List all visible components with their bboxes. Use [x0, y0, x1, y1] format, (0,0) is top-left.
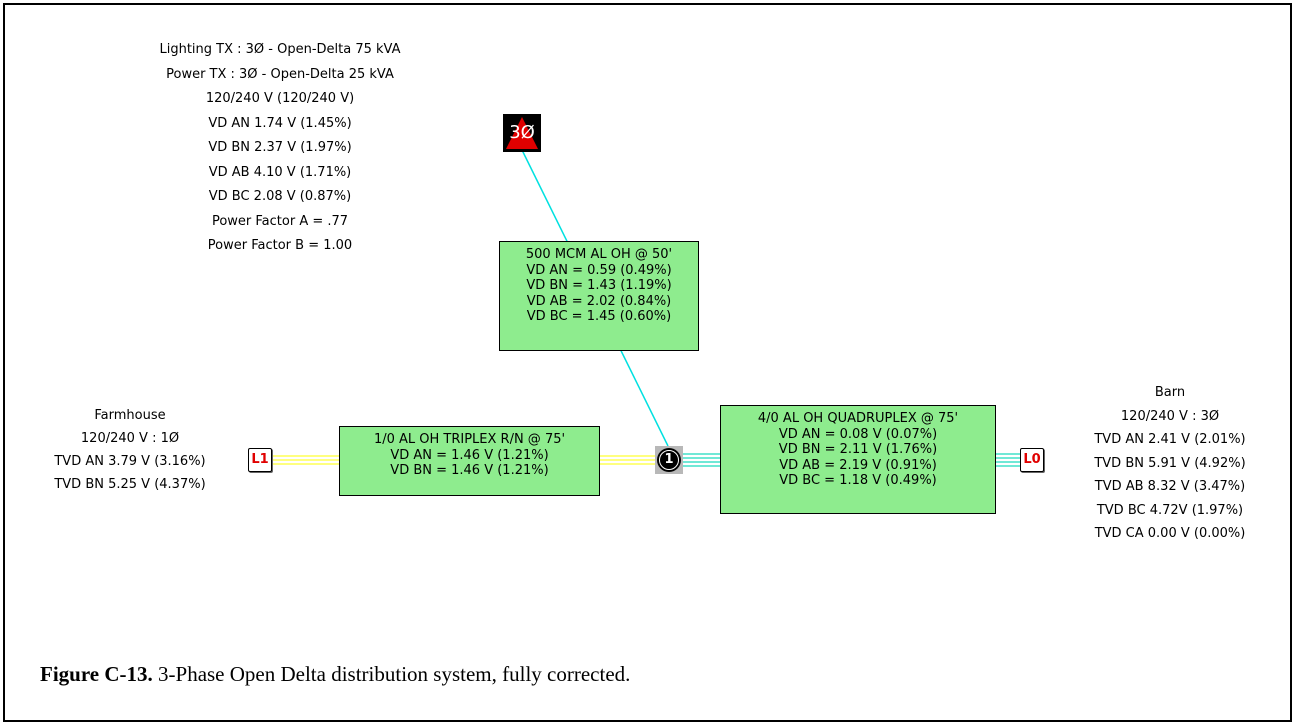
load-l0-info: Barn 120/240 V : 3Ø TVD AN 2.41 V (2.01%…	[1062, 381, 1278, 546]
feeder-cable-line: VD BN = 1.43 (1.19%)	[526, 278, 672, 293]
load-node-l1[interactable]: L1	[248, 448, 272, 472]
source-info-line: Lighting TX : 3Ø - Open-Delta 75 kVA	[159, 42, 401, 57]
source-info-line: Power TX : 3Ø - Open-Delta 25 kVA	[166, 66, 394, 82]
load-l1-line: 120/240 V : 1Ø	[80, 431, 180, 446]
feeder-cable-box[interactable]: 500 MCM AL OH @ 50' VD AN = 0.59 (0.49%)…	[499, 241, 699, 351]
load-l0-line: TVD BC 4.72V (1.97%)	[1096, 502, 1244, 518]
feeder-cable-line: VD AN = 0.59 (0.49%)	[526, 262, 672, 278]
load-node-l0[interactable]: L0	[1020, 448, 1044, 472]
quadruplex-cable-box[interactable]: 4/0 AL OH QUADRUPLEX @ 75' VD AN = 0.08 …	[720, 405, 996, 514]
quadruplex-cable-line: VD BN = 2.11 V (1.76%)	[778, 442, 938, 457]
source-info-line: Power Factor A = .77	[211, 213, 349, 229]
source-info: Lighting TX : 3Ø - Open-Delta 75 kVA Pow…	[120, 38, 440, 259]
load-l1-line: Farmhouse	[94, 408, 166, 423]
feeder-cable-line: VD AB = 2.02 (0.84%)	[526, 293, 672, 309]
load-l0-line: TVD CA 0.00 V (0.00%)	[1094, 526, 1246, 541]
triplex-cable-line: 1/0 AL OH TRIPLEX R/N @ 75'	[373, 432, 566, 447]
junction-circle-icon: 1	[657, 448, 681, 472]
source-node-label: 3Ø	[509, 122, 535, 143]
figure-frame	[3, 3, 1292, 722]
caption-label: Figure C-13.	[40, 662, 153, 686]
quadruplex-cable-line: 4/0 AL OH QUADRUPLEX @ 75'	[757, 411, 959, 426]
junction-node-label: 1	[659, 450, 679, 470]
load-l0-line: Barn	[1154, 385, 1186, 400]
load-l1-line: TVD AN 3.79 V (3.16%)	[54, 454, 206, 469]
load-l0-line: TVD AN 2.41 V (2.01%)	[1094, 432, 1246, 447]
source-info-line: VD AN 1.74 V (1.45%)	[208, 115, 352, 131]
triplex-cable-line: VD AN = 1.46 V (1.21%)	[390, 447, 549, 463]
source-info-line: VD BN 2.37 V (1.97%)	[208, 140, 352, 155]
load-l0-line: TVD AB 8.32 V (3.47%)	[1094, 479, 1246, 494]
quadruplex-cable-line: VD BC = 1.18 V (0.49%)	[779, 473, 937, 488]
triplex-cable-box[interactable]: 1/0 AL OH TRIPLEX R/N @ 75' VD AN = 1.46…	[339, 426, 600, 496]
source-info-line: Power Factor B = 1.00	[207, 238, 353, 253]
load-l1-info: Farmhouse 120/240 V : 1Ø TVD AN 3.79 V (…	[30, 404, 230, 496]
junction-node[interactable]: 1	[655, 446, 683, 474]
source-info-line: 120/240 V (120/240 V)	[205, 91, 355, 106]
triplex-cable-line: VD BN = 1.46 V (1.21%)	[390, 463, 549, 478]
feeder-cable-line: 500 MCM AL OH @ 50'	[525, 247, 673, 262]
quadruplex-cable-line: VD AN = 0.08 V (0.07%)	[778, 426, 938, 442]
source-info-line: VD BC 2.08 V (0.87%)	[208, 189, 352, 204]
source-transformer-node[interactable]: 3Ø	[503, 114, 541, 152]
transformer-triangle-icon	[506, 117, 538, 149]
quadruplex-cable-line: VD AB = 2.19 V (0.91%)	[779, 457, 937, 473]
load-l0-line: TVD BN 5.91 V (4.92%)	[1094, 455, 1246, 471]
load-l0-line: 120/240 V : 3Ø	[1120, 408, 1220, 424]
caption-text: 3-Phase Open Delta distribution system, …	[152, 662, 631, 686]
load-l1-line: TVD BN 5.25 V (4.37%)	[54, 477, 206, 492]
source-info-line: VD AB 4.10 V (1.71%)	[208, 164, 352, 180]
feeder-cable-line: VD BC = 1.45 (0.60%)	[526, 309, 672, 324]
figure-caption: Figure C-13. 3-Phase Open Delta distribu…	[40, 662, 630, 687]
